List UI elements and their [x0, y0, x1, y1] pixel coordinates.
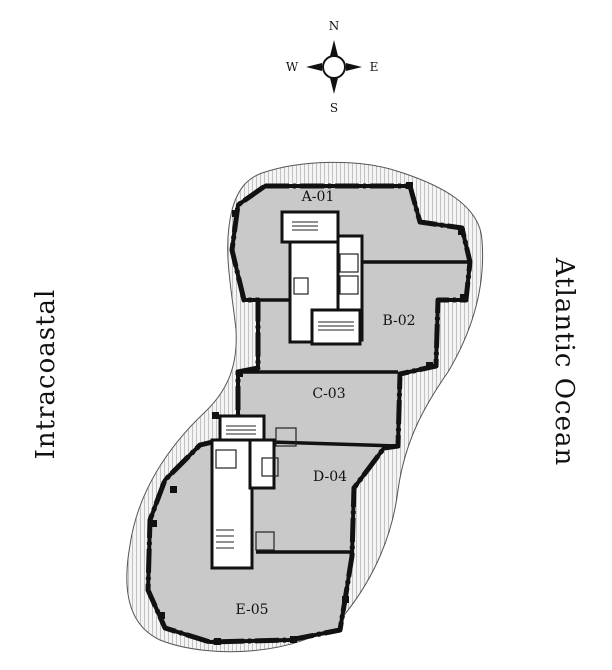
unit-label-c-03: C-03	[312, 386, 345, 402]
compass-east-label: E	[370, 60, 379, 74]
compass-north-label: N	[329, 19, 340, 33]
unit-label-b-02: B-02	[382, 313, 415, 329]
unit-label-d-04: D-04	[313, 469, 347, 485]
upper-core	[280, 210, 364, 346]
lower-core	[210, 414, 297, 570]
atlantic-ocean-label: Atlantic Ocean	[549, 257, 579, 466]
stair-icon	[216, 425, 256, 549]
unit-label-a-01: A-01	[301, 189, 335, 205]
intracoastal-label: Intracoastal	[31, 289, 61, 460]
stair-icon	[292, 221, 354, 331]
structural-columns	[150, 182, 467, 645]
compass-west-label: W	[286, 60, 299, 74]
compass-south-label: S	[330, 101, 338, 115]
outer-wall	[145, 183, 473, 645]
compass-rose-icon	[306, 40, 362, 94]
unit-label-e-05: E-05	[235, 602, 268, 618]
